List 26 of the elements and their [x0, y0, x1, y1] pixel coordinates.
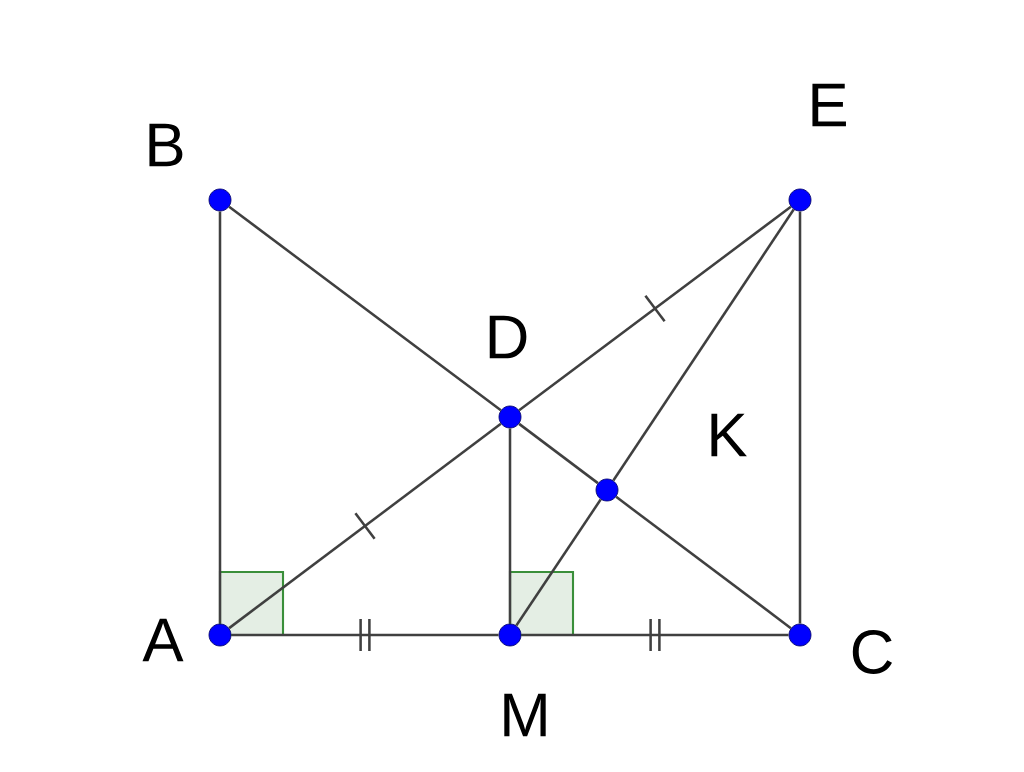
point [595, 478, 619, 502]
line-segment [798, 211, 802, 624]
line-segment [231, 633, 499, 637]
point-label: B [149, 123, 183, 167]
point-label: E [812, 83, 846, 127]
point-label: D [489, 315, 527, 359]
point-label: C [852, 630, 892, 674]
point-label: K [711, 413, 747, 457]
line-segment [521, 633, 789, 637]
line-segment [218, 211, 222, 624]
line-segment [508, 428, 512, 624]
line-segment [228, 205, 502, 412]
line-segment [612, 208, 795, 482]
point-label: M [504, 693, 546, 737]
point [788, 623, 812, 647]
line-segment [228, 422, 502, 630]
line-segment [518, 422, 599, 485]
point [788, 188, 812, 212]
point [208, 188, 232, 212]
line-segment [515, 498, 602, 627]
line-segment [518, 205, 792, 412]
point [498, 405, 522, 429]
point-label: A [142, 618, 184, 662]
point [498, 623, 522, 647]
line-segment [615, 495, 792, 630]
point [208, 623, 232, 647]
